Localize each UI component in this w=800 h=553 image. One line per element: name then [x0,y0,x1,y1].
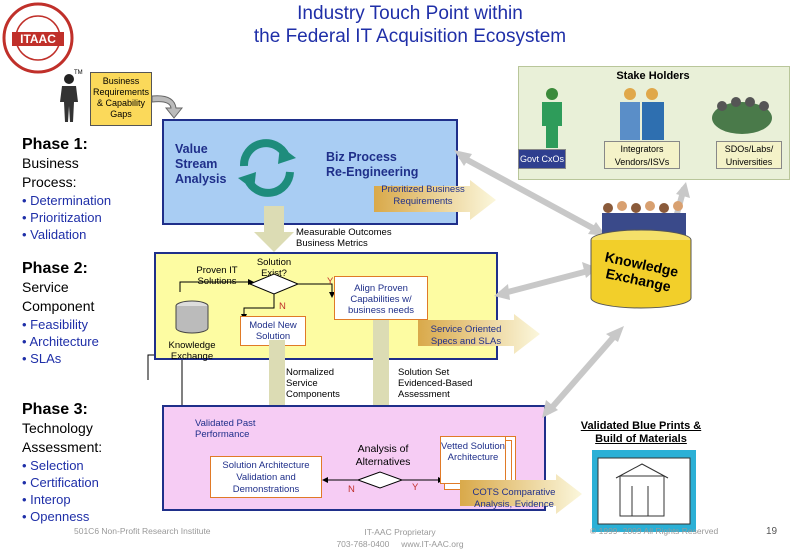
sdos-card: SDOs/Labs/ Universities [716,141,782,169]
phase2-sub2: Component [22,298,95,314]
normalized-components-label: Normalized Service Components [286,367,340,400]
person-icon [56,72,82,124]
title-line-2: the Federal IT Acquisition Ecosystem [253,26,567,47]
stakeholders-title: Stake Holders [616,70,690,82]
aoa-yes-label: Y [412,482,419,493]
footer-left: 501C6 Non-Profit Research Institute [74,526,211,536]
phase2-item: • SLAs [22,351,62,366]
phase1-item: • Validation [22,227,87,242]
phase2-sub1: Service [22,279,69,295]
yes-label: Y [327,276,334,287]
page-title: Industry Touch Point within the Federal … [150,2,670,48]
solution-set-label: Solution Set Evidenced-Based Assessment [398,367,473,400]
down-arrow-1 [254,206,294,252]
title-line-1: Industry Touch Point within [297,3,523,24]
aoa-no-label: N [348,484,355,495]
cots-arrow-shape [460,474,582,514]
requirements-note: Business Requirements & Capability Gaps [90,72,152,126]
phase3-item: • Openness [22,509,90,524]
integrators-people-icon [620,88,664,140]
phase2-item: • Feasibility [22,317,88,332]
blueprints-title: Validated Blue Prints & Build of Materia… [580,420,702,445]
align-capabilities-box: Align Proven Capabilities w/ business ne… [334,276,428,320]
phase3-item: • Certification [22,475,99,490]
prioritized-arrow-shape [374,180,496,220]
knowledge-exchange-small-label: Knowledge Exchange [168,340,216,362]
database-icon [175,300,209,334]
cycle-arrows-icon [238,139,296,197]
knowledge-exchange-cylinder [590,201,692,309]
govt-person-icon [542,88,562,148]
itaac-logo: ITAAC [2,2,76,74]
prioritized-requirements-label: Prioritized Business Requirements [381,184,465,207]
phase1-sub1: Business [22,155,79,171]
phase1-item: • Determination [22,193,112,208]
phase3-text: Phase 3: Technology Assessment: • Select… [22,401,162,525]
phase3-heading: Phase 3: [22,401,88,418]
footer-center: IT-AAC Proprietary 703-768-0400 www.IT-A… [336,527,464,549]
blueprint-icon [592,450,696,532]
logo-text: ITAAC [20,32,56,46]
service-arrow-shape [418,314,540,354]
measurable-outcomes-label: Measurable Outcomes Business Metrics [296,227,392,249]
page-number: 19 [766,526,778,537]
analysis-alternatives-label: Analysis of Alternatives [355,443,411,468]
vetted-solution-box: Vetted Solution Architecture [440,436,506,484]
phase1-item: • Prioritization [22,210,102,225]
no-label: N [279,301,286,312]
phase2-flow-lines [179,273,335,320]
integrators-card: Integrators Vendors/ISVs [604,141,680,169]
service-specs-label: Service Oriented Specs and SLAs [430,324,502,347]
phase1-text: Phase 1: Business Process: • Determinati… [22,136,162,243]
phase3-item: • Selection [22,458,84,473]
curved-arrow-icon [151,95,184,119]
phase2-heading: Phase 2: [22,260,88,277]
labs-people-icon [712,97,772,134]
tm-mark: TM [74,70,83,76]
phase1-heading: Phase 1: [22,136,88,153]
govt-cxos-card: Govt CxOs [518,149,566,169]
phase2-item: • Architecture [22,334,99,349]
solution-architecture-box: Solution Architecture Validation and Dem… [210,456,322,498]
phase3-sub2: Assessment: [22,439,103,455]
footer-copyright: © 1999- 2009 All Rights Reserved [590,526,719,536]
phase3-sub1: Technology [22,420,93,436]
phase3-item: • Interop [22,492,71,507]
phase2-text: Phase 2: Service Component • Feasibility… [22,260,162,367]
cots-comparative-label: COTS Comparative Analysis, Evidence [472,487,556,510]
phase1-sub2: Process: [22,174,77,190]
validated-past-label: Validated Past Performance [195,418,256,440]
